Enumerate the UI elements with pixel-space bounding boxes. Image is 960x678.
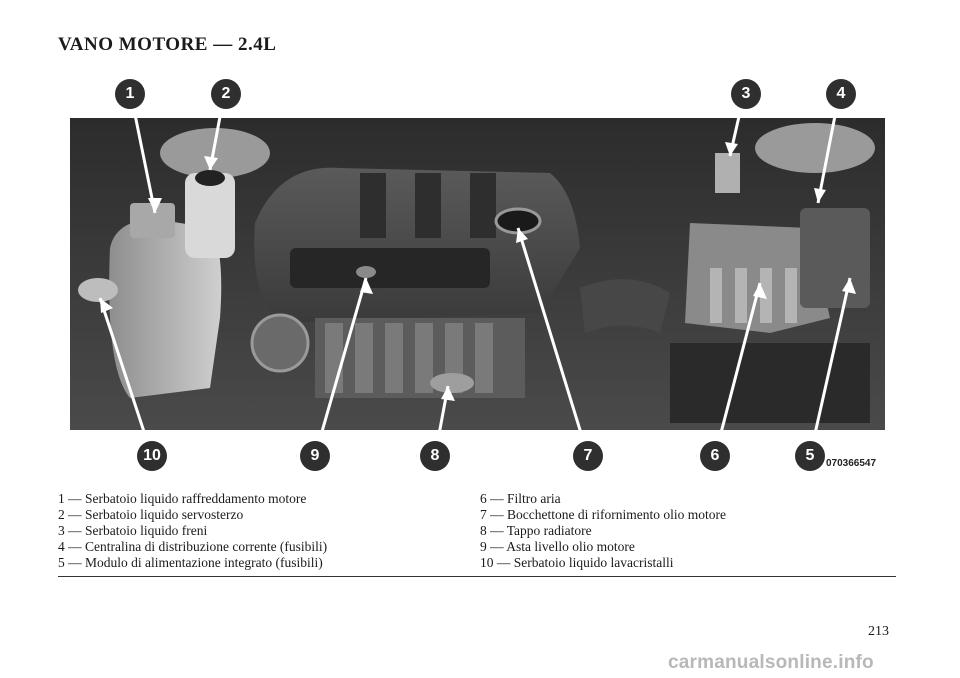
legend-item: 8 — Tappo radiatore [480, 523, 592, 538]
callout-5: 5 [795, 441, 825, 471]
page-title: VANO MOTORE — 2.4L [58, 34, 277, 55]
leader-lines [98, 118, 852, 430]
cover-rib-3 [470, 173, 496, 238]
legend-item: 10 — Serbatoio liquido lavacristalli [480, 555, 674, 570]
callout-10: 10 [137, 441, 167, 471]
legend-divider [58, 576, 896, 577]
callout-9: 9 [300, 441, 330, 471]
brake-reservoir [715, 153, 740, 193]
legend-item: 3 — Serbatoio liquido freni [58, 523, 208, 538]
page-number: 213 [868, 624, 889, 639]
legend-item: 6 — Filtro aria [480, 491, 561, 506]
intake-runners [325, 323, 493, 393]
strut-tower-left [160, 128, 270, 178]
callout-8: 8 [420, 441, 450, 471]
callout-3: 3 [731, 79, 761, 109]
callout-4: 4 [826, 79, 856, 109]
callout-7: 7 [573, 441, 603, 471]
air-filter-ribs [710, 268, 797, 323]
legend-right: 6 — Filtro aria 7 — Bocchettone di rifor… [480, 491, 726, 571]
legend-item: 4 — Centralina di distribuzione corrente… [58, 539, 328, 554]
watermark[interactable]: carmanualsonline.info [668, 652, 874, 673]
legend-item: 9 — Asta livello olio motore [480, 539, 635, 554]
callout-2: 2 [211, 79, 241, 109]
legend-item: 5 — Modulo di alimentazione integrato (f… [58, 555, 323, 570]
cover-panel [290, 248, 490, 288]
lower-duct [670, 343, 870, 423]
washer-reservoir [109, 218, 222, 398]
figure-code: 070366547 [826, 458, 877, 469]
intake-hose [580, 279, 670, 333]
engine-bay-photo [70, 118, 885, 430]
power-steering-reservoir [185, 173, 235, 258]
legend-left: 1 — Serbatoio liquido raffreddamento mot… [58, 491, 327, 571]
dipstick-handle [356, 266, 376, 278]
callout-6: 6 [700, 441, 730, 471]
power-steering-cap [195, 170, 225, 186]
coolant-reservoir [130, 203, 175, 238]
legend-item: 2 — Serbatoio liquido servosterzo [58, 507, 244, 522]
alternator [250, 313, 310, 373]
power-distribution-center [800, 208, 870, 308]
radiator-cap-shape [430, 373, 474, 393]
legend-item: 7 — Bocchettone di rifornimento olio mot… [480, 507, 726, 522]
legend-item: 1 — Serbatoio liquido raffreddamento mot… [58, 491, 307, 506]
leader-arrowheads [100, 142, 856, 401]
cover-rib-1 [360, 173, 386, 238]
strut-tower-right [755, 123, 875, 173]
cover-rib-2 [415, 173, 441, 238]
washer-cap [78, 278, 118, 302]
callout-1: 1 [115, 79, 145, 109]
